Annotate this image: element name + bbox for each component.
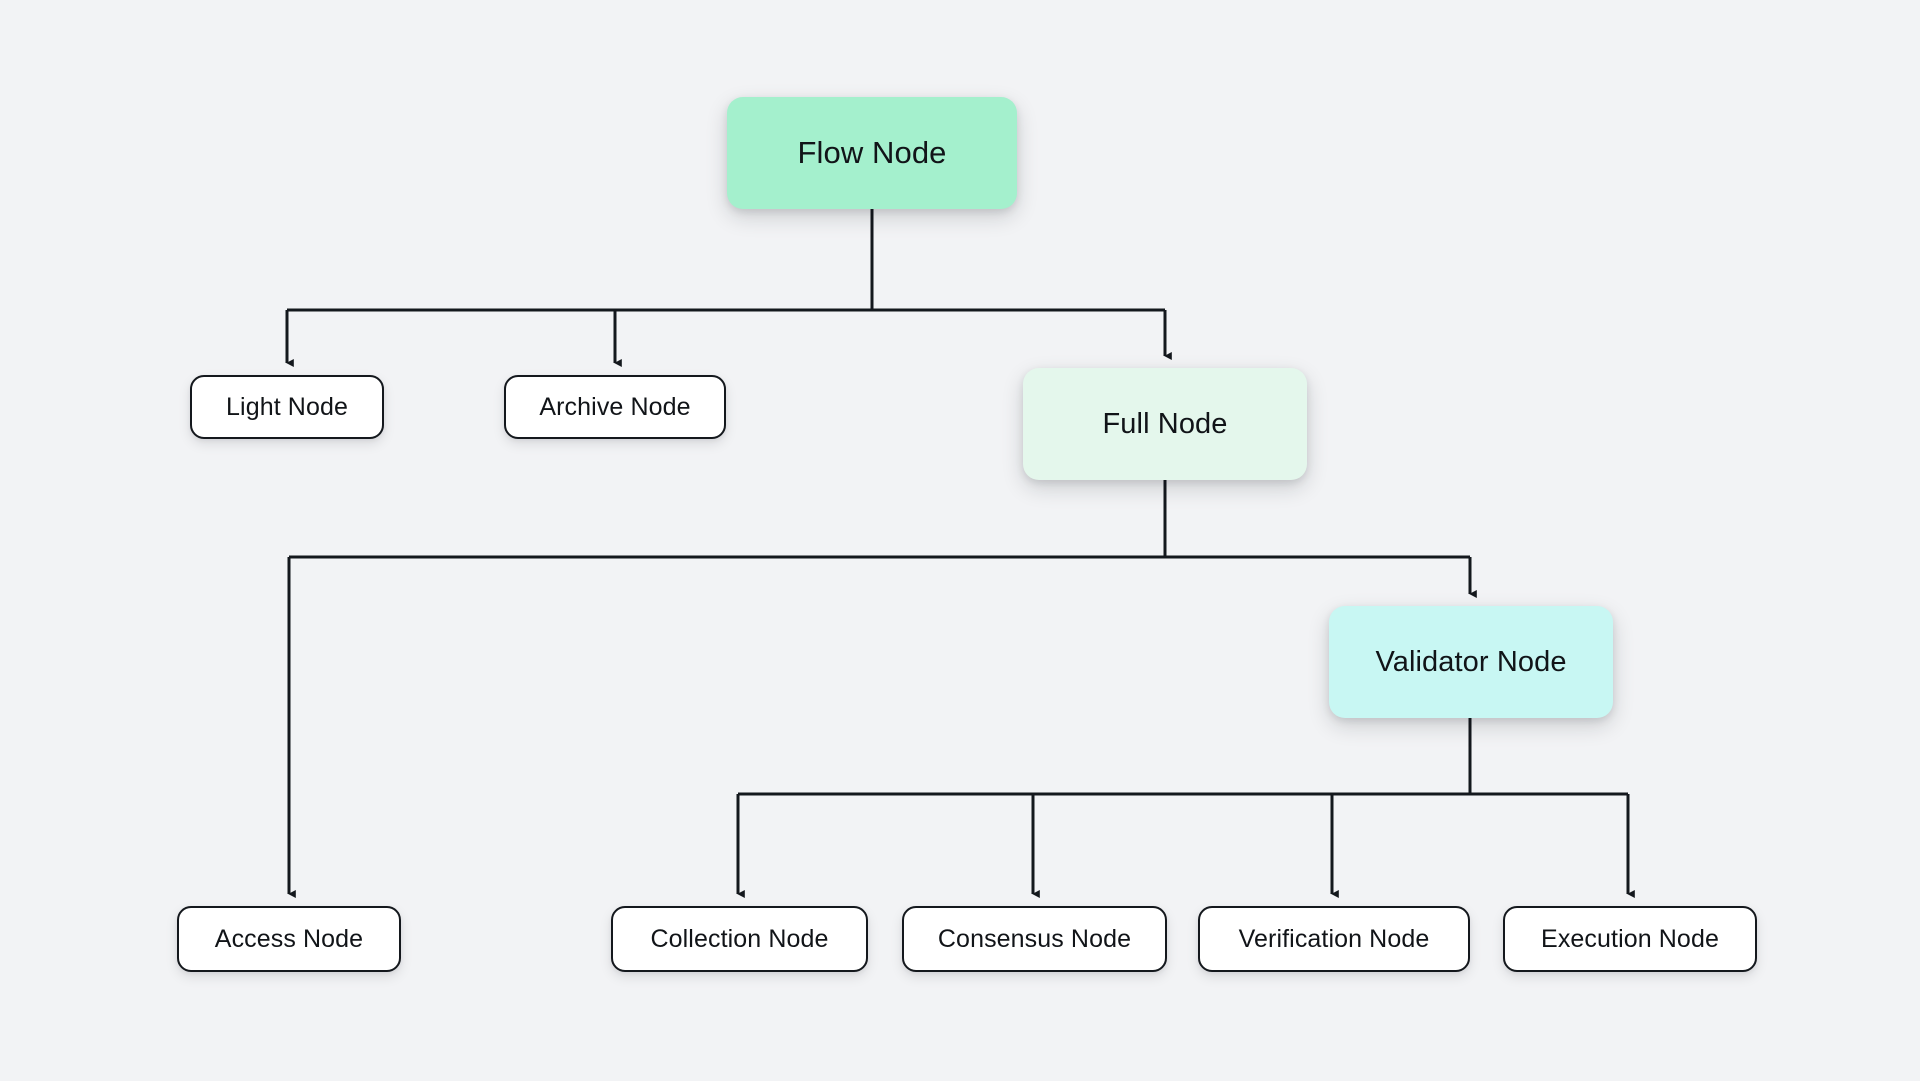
node-consensus[interactable]: Consensus Node (902, 906, 1167, 972)
node-full[interactable]: Full Node (1023, 368, 1307, 480)
node-verification[interactable]: Verification Node (1198, 906, 1470, 972)
node-access[interactable]: Access Node (177, 906, 401, 972)
node-archive[interactable]: Archive Node (504, 375, 726, 439)
node-light[interactable]: Light Node (190, 375, 384, 439)
node-validator[interactable]: Validator Node (1329, 606, 1613, 718)
node-execution[interactable]: Execution Node (1503, 906, 1757, 972)
node-flow[interactable]: Flow Node (727, 97, 1017, 209)
node-collection[interactable]: Collection Node (611, 906, 868, 972)
